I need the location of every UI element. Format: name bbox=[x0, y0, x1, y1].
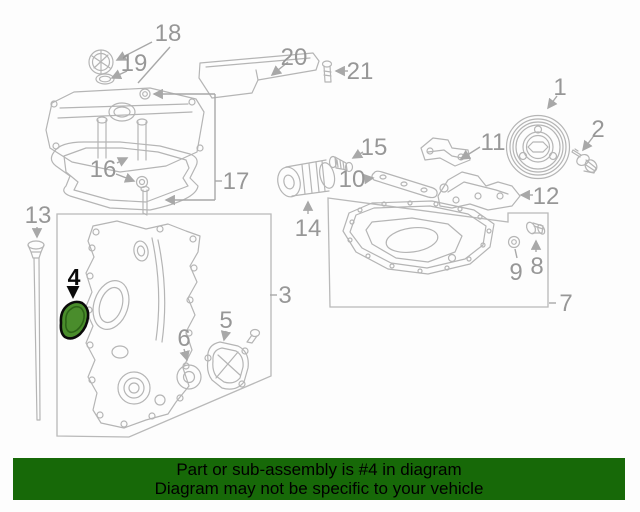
washer-9-art bbox=[507, 235, 521, 249]
part-label-4[interactable]: 4 bbox=[68, 264, 81, 290]
part-label-10[interactable]: 10 bbox=[339, 166, 366, 193]
highlighted-part-4[interactable] bbox=[59, 300, 90, 340]
bolt-8-art bbox=[525, 221, 546, 235]
bracket-12-art bbox=[437, 171, 521, 211]
part-label-8[interactable]: 8 bbox=[530, 253, 543, 280]
part-label-21[interactable]: 21 bbox=[347, 58, 374, 85]
part-label-1[interactable]: 1 bbox=[553, 74, 566, 101]
part-label-5[interactable]: 5 bbox=[219, 307, 232, 334]
oil-filler-cap-art bbox=[88, 49, 115, 85]
part-label-17[interactable]: 17 bbox=[223, 168, 250, 195]
oil-filter-art bbox=[277, 159, 336, 198]
part-4-gasket-inner-line bbox=[64, 305, 85, 334]
callout-leaders bbox=[31, 41, 594, 362]
notice-banner-line1: Part or sub-assembly is #4 in diagram bbox=[176, 460, 462, 479]
pulley-art bbox=[505, 114, 571, 180]
bolt-21-art bbox=[321, 60, 333, 83]
part-label-19[interactable]: 19 bbox=[121, 50, 148, 77]
part-label-13[interactable]: 13 bbox=[25, 202, 52, 229]
notice-banner: Part or sub-assembly is #4 in diagram Di… bbox=[13, 458, 625, 500]
valve-cover-art bbox=[45, 87, 205, 216]
dipstick-art bbox=[27, 240, 45, 421]
part-label-6[interactable]: 6 bbox=[177, 325, 190, 352]
part-labels: 1 2 3 4 5 6 7 8 9 10 11 12 13 14 15 16 1… bbox=[25, 20, 605, 352]
part-label-2[interactable]: 2 bbox=[591, 116, 604, 143]
seal-6-art bbox=[176, 364, 202, 390]
bolt-near-5-art bbox=[246, 328, 261, 344]
bolt-15-art bbox=[328, 155, 354, 173]
part-label-12[interactable]: 12 bbox=[533, 183, 560, 210]
group-box-oil-pan bbox=[327, 197, 549, 308]
breather-cover-5-art bbox=[204, 341, 249, 390]
part-label-9[interactable]: 9 bbox=[509, 259, 522, 286]
part-label-14[interactable]: 14 bbox=[295, 215, 322, 242]
part-label-15[interactable]: 15 bbox=[361, 134, 388, 161]
part-label-7[interactable]: 7 bbox=[559, 290, 572, 317]
part-label-3[interactable]: 3 bbox=[278, 282, 291, 309]
part-label-20[interactable]: 20 bbox=[281, 44, 308, 71]
cover-plate-art bbox=[198, 52, 320, 99]
bracket-11-art bbox=[420, 137, 471, 167]
part-label-16[interactable]: 16 bbox=[90, 156, 117, 183]
bolt-2-art bbox=[571, 148, 598, 174]
oil-pan-art bbox=[342, 200, 495, 275]
notice-banner-line2: Diagram may not be specific to your vehi… bbox=[154, 479, 484, 498]
part-label-18[interactable]: 18 bbox=[155, 20, 182, 47]
gasket-strip-art bbox=[371, 170, 438, 199]
group-box-timing-cover bbox=[56, 213, 272, 438]
part-label-11[interactable]: 11 bbox=[481, 129, 506, 156]
